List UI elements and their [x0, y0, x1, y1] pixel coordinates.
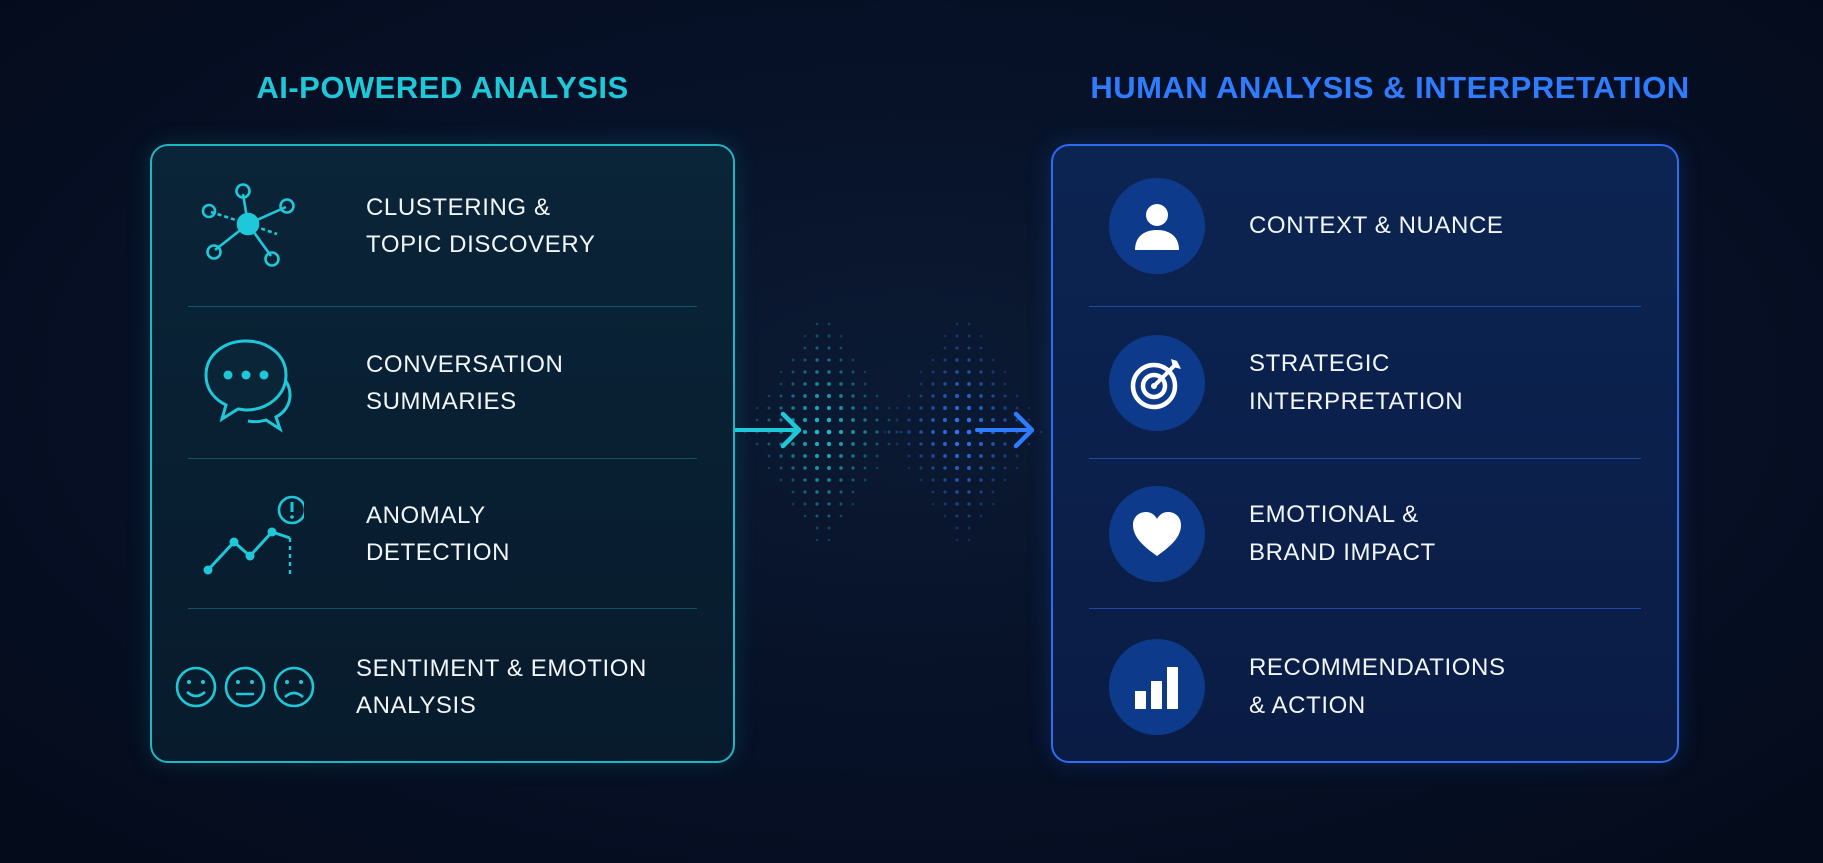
ai-item-clustering: CLUSTERING & TOPIC DISCOVERY — [188, 146, 697, 306]
chat-bubbles-icon — [184, 333, 314, 433]
ai-item-label: CONVERSATION SUMMARIES — [366, 351, 564, 415]
anomaly-line-chart-icon — [184, 484, 314, 584]
human-item-recommendations: RECOMMENDATIONS & ACTION — [1089, 608, 1641, 764]
human-item-strategic: STRATEGIC INTERPRETATION — [1089, 306, 1641, 459]
arrow-right-icon — [975, 411, 1035, 449]
human-item-context: CONTEXT & NUANCE — [1089, 146, 1641, 306]
bar-chart-icon — [1109, 638, 1205, 735]
target-icon — [1109, 335, 1205, 431]
ai-item-label: CLUSTERING & TOPIC DISCOVERY — [366, 194, 596, 258]
ai-item-sentiment: SENTIMENT & EMOTION ANALYSIS — [175, 608, 697, 764]
flow-connector — [735, 322, 1043, 542]
ai-item-label: SENTIMENT & EMOTION ANALYSIS — [356, 654, 647, 719]
human-item-label: EMOTIONAL & BRAND IMPACT — [1249, 501, 1436, 566]
human-section-title: HUMAN ANALYSIS & INTERPRETATION — [1090, 70, 1690, 105]
arrow-right-icon — [735, 411, 802, 449]
dot-field — [883, 322, 1043, 542]
human-item-label: RECOMMENDATIONS & ACTION — [1249, 653, 1506, 719]
human-item-label: CONTEXT & NUANCE — [1249, 212, 1504, 239]
ai-analysis-panel: CLUSTERING & TOPIC DISCOVERY CONVERSATIO… — [150, 144, 735, 763]
ai-section-title: AI-POWERED ANALYSIS — [256, 70, 629, 105]
ai-item-label: ANOMALY DETECTION — [366, 502, 511, 566]
person-icon — [1109, 178, 1205, 274]
sentiment-faces-icon — [174, 637, 316, 737]
network-nodes-icon — [184, 176, 314, 276]
heart-icon — [1109, 486, 1205, 582]
ai-item-summaries: CONVERSATION SUMMARIES — [188, 306, 697, 459]
human-item-emotional: EMOTIONAL & BRAND IMPACT — [1089, 458, 1641, 609]
human-analysis-panel: CONTEXT & NUANCE STRATEGIC INTERPRETATIO… — [1051, 144, 1679, 763]
ai-item-anomaly: ANOMALY DETECTION — [188, 458, 697, 609]
human-item-label: STRATEGIC INTERPRETATION — [1249, 350, 1464, 415]
